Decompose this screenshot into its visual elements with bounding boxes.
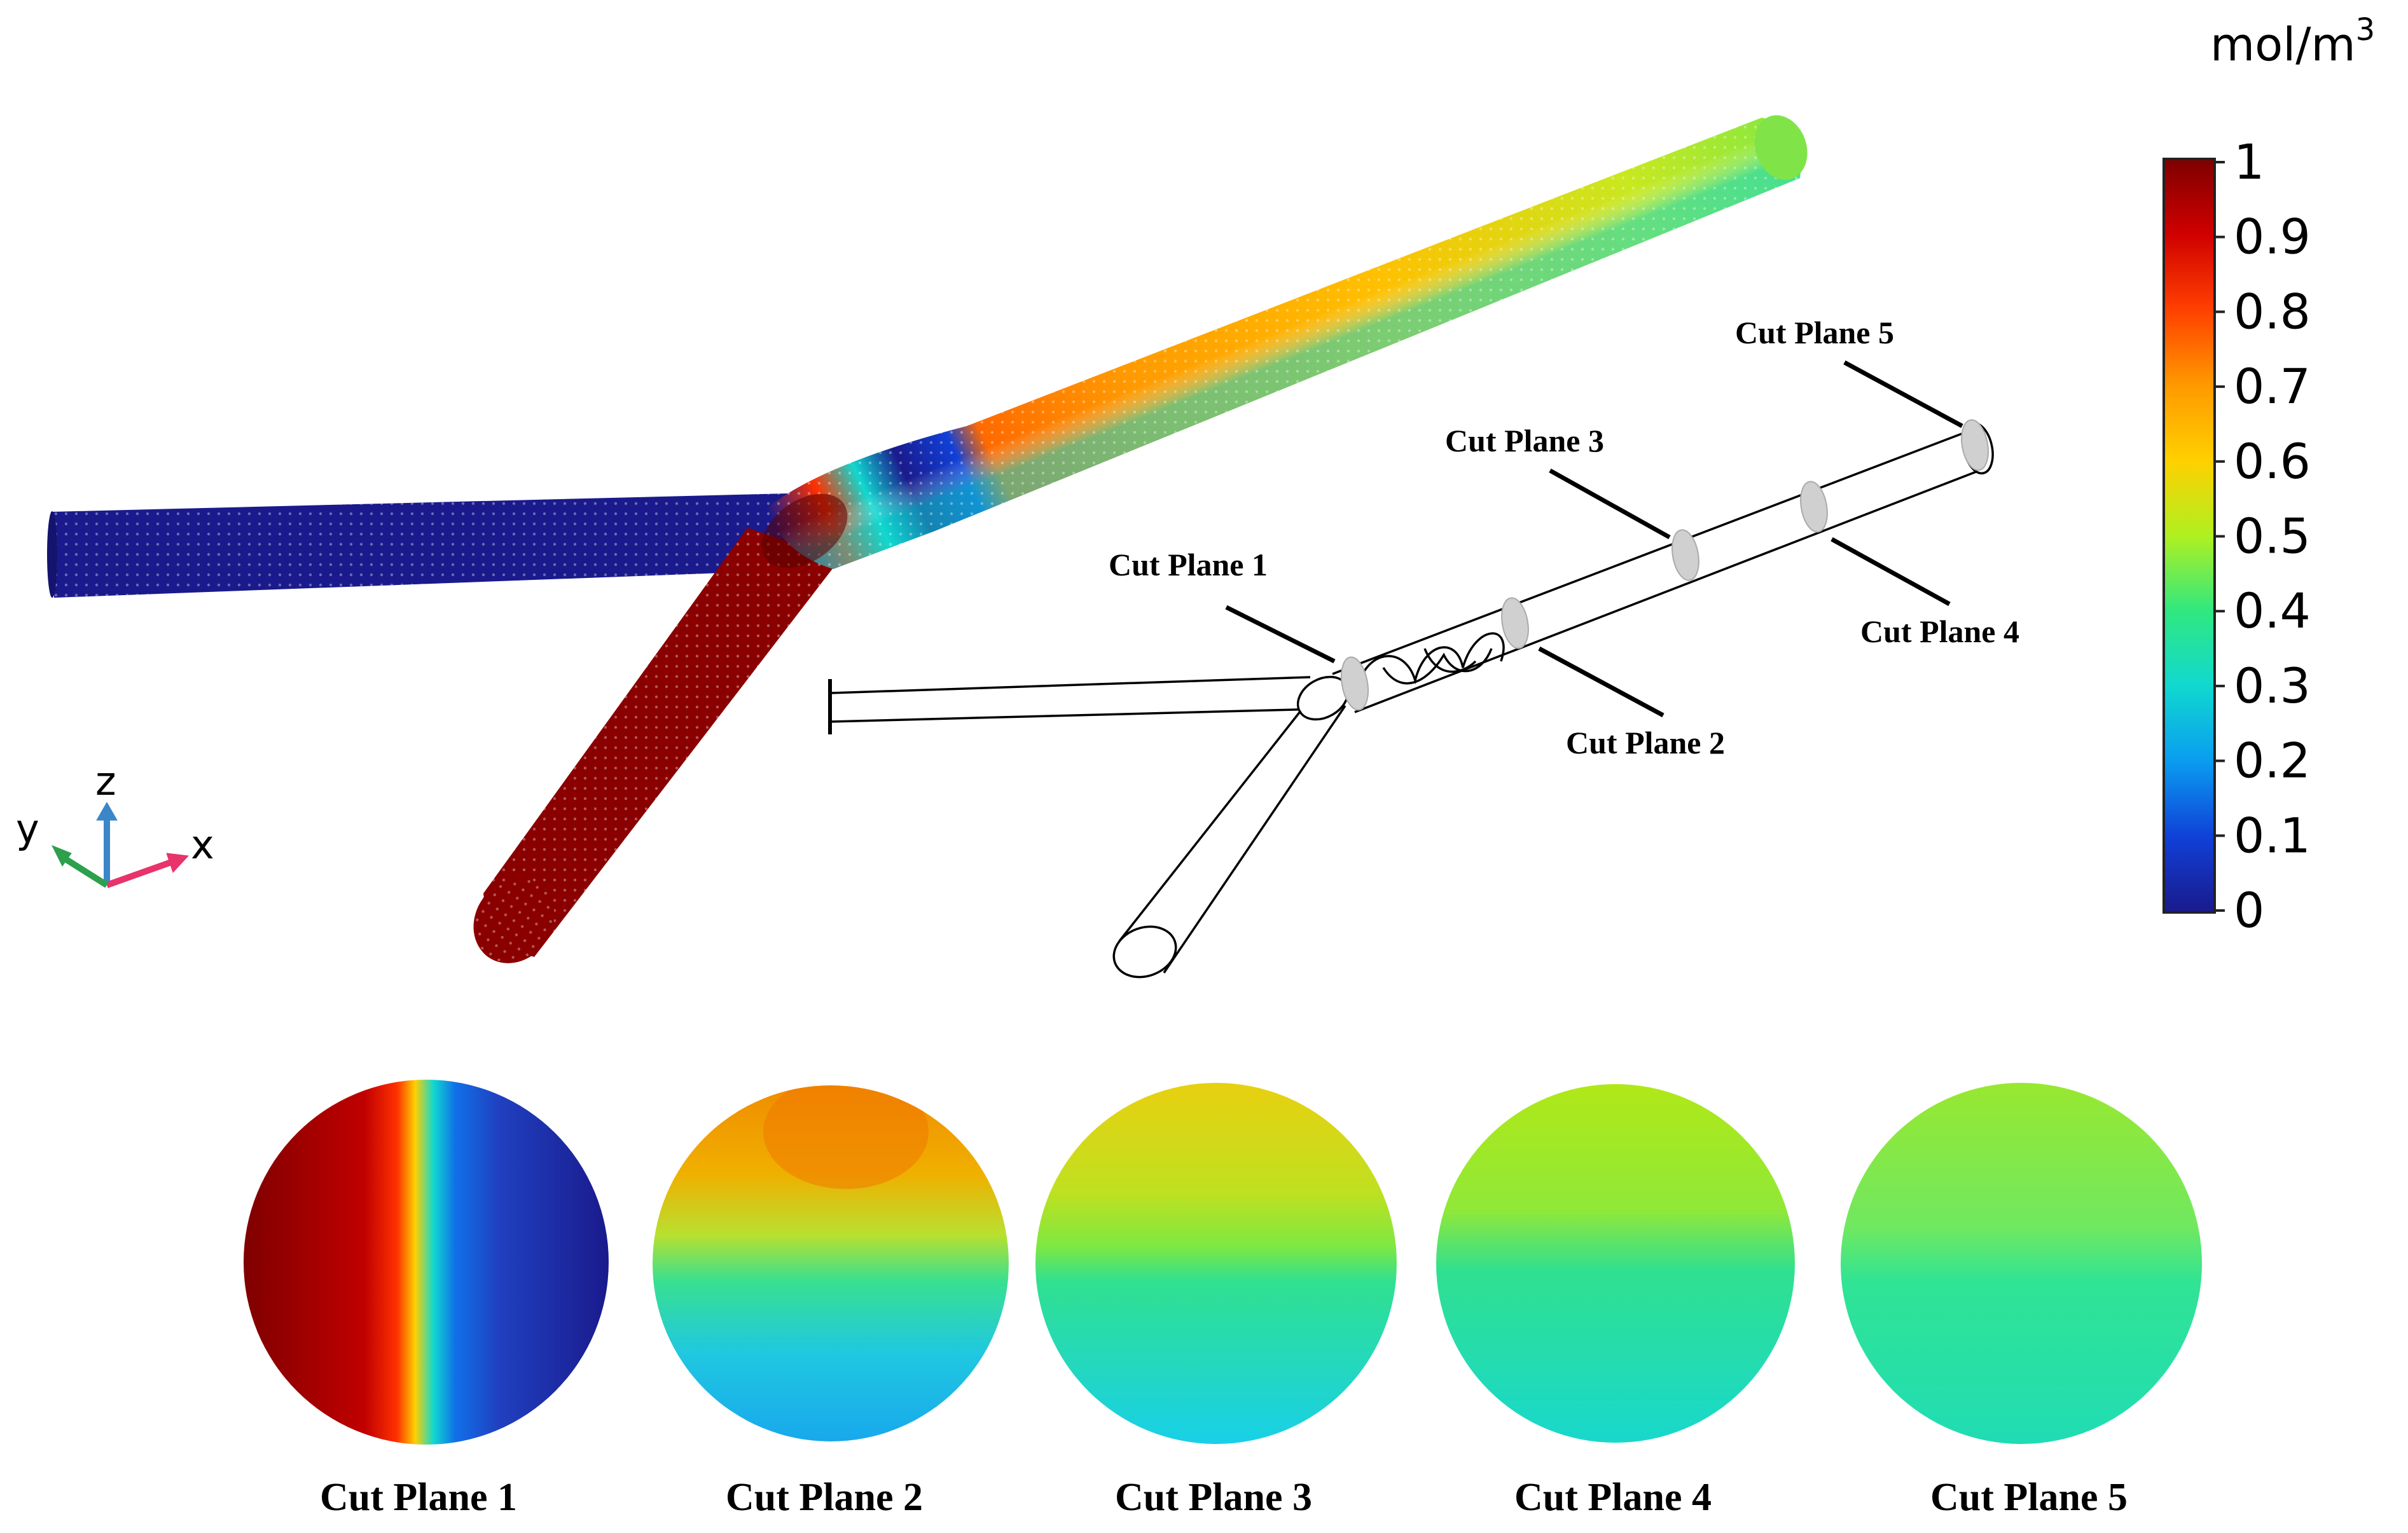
colorbar-unit: mol/m3	[2210, 12, 2375, 71]
colorbar: mol/m3 1 0.9 0.8 0.7 0.6 0.5 0.4 0.3 0.2 0.1 0	[2162, 12, 2375, 938]
x-axis-arrow	[106, 858, 174, 888]
cross-section-label-3: Cut Plane 3	[1115, 1476, 1312, 1519]
colorbar-tick-label: 0.5	[2234, 508, 2311, 565]
cross-section-disc-2	[653, 1085, 1009, 1441]
colorbar-tick-label: 0.3	[2234, 657, 2311, 714]
main-outlet-pipe	[761, 115, 1808, 569]
z-axis-arrowhead	[96, 801, 118, 821]
cross-section-disc-4	[1436, 1084, 1795, 1443]
schematic-label-plane-2: Cut Plane 2	[1566, 725, 1725, 760]
mixer-helix	[1360, 632, 1505, 685]
cross-section-label-2: Cut Plane 2	[726, 1476, 923, 1519]
cut-plane-4-marker	[1800, 481, 1828, 533]
cross-section-label-4: Cut Plane 4	[1514, 1476, 1712, 1519]
cut-plane-markers	[1340, 419, 1989, 711]
colorbar-bar	[2162, 158, 2216, 914]
cross-section-disc-1	[244, 1080, 609, 1445]
x-axis-label: x	[191, 821, 214, 868]
leader-line-4	[1830, 537, 1951, 607]
colorbar-tick-label: 0	[2234, 882, 2264, 938]
cross-section-row: Cut Plane 1 Cut Plane 2 Cut Plane 3 Cut …	[244, 1080, 2202, 1519]
cut-plane-3-marker	[1671, 529, 1699, 581]
cross-section-2-hotspot	[763, 1085, 929, 1189]
schematic-label-plane-3: Cut Plane 3	[1445, 423, 1604, 458]
colorbar-tick-label: 0.6	[2234, 433, 2311, 490]
cross-section-plane-3: Cut Plane 3	[1035, 1083, 1397, 1519]
leader-lines	[1225, 360, 1963, 718]
colorbar-tick-label: 0.2	[2234, 732, 2311, 789]
colorbar-tick-label: 0.8	[2234, 283, 2311, 340]
colorbar-tick-label: 0.7	[2234, 358, 2311, 415]
colorbar-tick-label: 0.9	[2234, 209, 2311, 265]
cross-section-label-1: Cut Plane 1	[320, 1476, 517, 1519]
colorbar-tick-label: 0.4	[2234, 582, 2311, 639]
cross-section-plane-2: Cut Plane 2	[653, 1085, 1009, 1519]
lower-inlet-opening	[1112, 925, 1177, 979]
cut-plane-2-marker	[1501, 597, 1529, 649]
colorbar-unit-text: mol/m	[2210, 18, 2356, 71]
y-axis-arrowhead	[51, 845, 72, 867]
leader-line-5	[1843, 360, 1963, 429]
cross-section-label-5: Cut Plane 5	[1930, 1476, 2128, 1519]
cross-section-disc-3	[1035, 1083, 1397, 1444]
leader-line-1	[1225, 605, 1336, 664]
schematic-label-plane-5: Cut Plane 5	[1735, 315, 1894, 350]
z-axis-label: z	[95, 758, 116, 804]
schematic-label-plane-4: Cut Plane 4	[1860, 614, 2019, 649]
schematic-labels: Cut Plane 1 Cut Plane 2 Cut Plane 3 Cut …	[1109, 315, 2019, 760]
schematic-label-plane-1: Cut Plane 1	[1109, 547, 1268, 582]
y-axis-label: y	[16, 806, 39, 852]
cross-section-plane-4: Cut Plane 4	[1436, 1084, 1795, 1519]
x-axis-arrowhead	[166, 853, 190, 873]
cross-section-disc-5	[1841, 1083, 2202, 1444]
lower-inlet-pipe	[473, 528, 840, 963]
cross-section-plane-5: Cut Plane 5	[1841, 1083, 2202, 1519]
colorbar-tick-label: 1	[2234, 134, 2264, 190]
leader-line-3	[1549, 468, 1671, 540]
left-inlet-pipe	[47, 493, 827, 598]
colorbar-tick-label: 0.1	[2234, 807, 2311, 863]
colorbar-ticks: 1 0.9 0.8 0.7 0.6 0.5 0.4 0.3 0.2 0.1 0	[2215, 134, 2311, 938]
y-axis-arrow	[59, 853, 109, 888]
axis-triad: z x y	[16, 758, 214, 888]
leader-line-2	[1538, 646, 1664, 718]
cut-plane-1-marker	[1340, 656, 1369, 711]
colorbar-unit-exponent: 3	[2356, 12, 2376, 48]
cut-plane-5-marker	[1961, 419, 1989, 471]
pipe-3d-rendering	[47, 115, 1808, 963]
cross-section-plane-1: Cut Plane 1	[244, 1080, 609, 1519]
